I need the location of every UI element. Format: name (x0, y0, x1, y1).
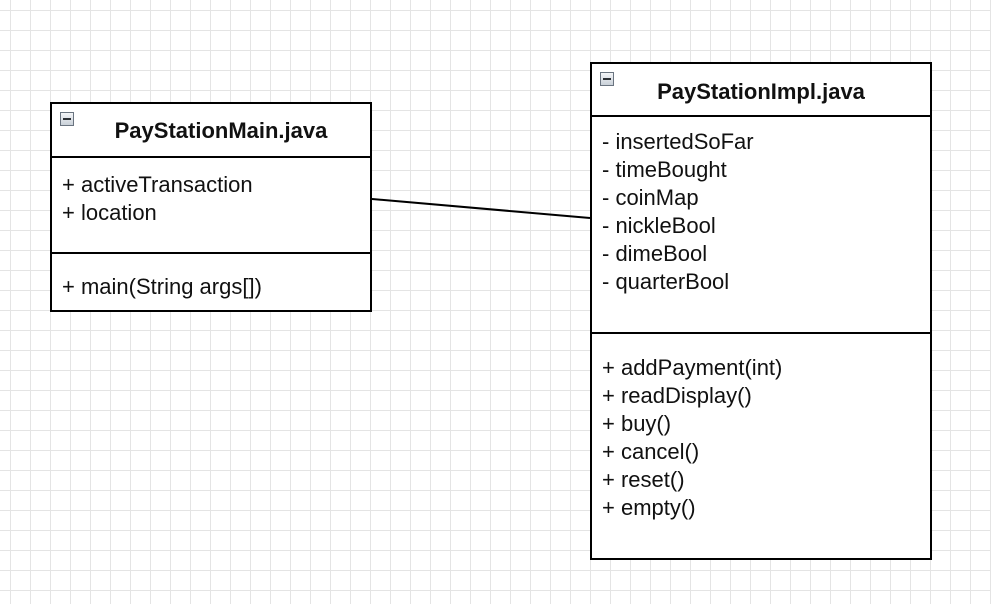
attribute-item: - dimeBool (602, 241, 708, 266)
operation-item: + addPayment(int) (602, 355, 783, 380)
class-title: PayStationImpl.java (657, 79, 865, 104)
attribute-item: + activeTransaction (62, 172, 253, 197)
operation-item: + reset() (602, 467, 685, 492)
class-box-paystation-main[interactable]: PayStationMain.java + activeTransaction … (50, 102, 372, 312)
attributes-section[interactable]: - insertedSoFar - timeBought - coinMap -… (592, 117, 930, 334)
operation-item: + main(String args[]) (62, 274, 262, 299)
attributes-section[interactable]: + activeTransaction + location (52, 158, 370, 254)
class-title: PayStationMain.java (114, 118, 328, 143)
attribute-item: - coinMap (602, 185, 699, 210)
class-box-paystation-impl[interactable]: PayStationImpl.java - insertedSoFar - ti… (590, 62, 932, 560)
class-header[interactable]: PayStationImpl.java (592, 64, 930, 117)
collapse-icon[interactable] (60, 112, 74, 126)
association-line[interactable] (371, 198, 591, 219)
class-header[interactable]: PayStationMain.java (52, 104, 370, 158)
operation-item: + readDisplay() (602, 383, 752, 408)
attribute-item: + location (62, 200, 157, 225)
operations-section[interactable]: + addPayment(int) + readDisplay() + buy(… (592, 334, 930, 522)
operation-item: + buy() (602, 411, 672, 436)
attribute-item: - quarterBool (602, 269, 730, 294)
collapse-icon[interactable] (600, 72, 614, 86)
attribute-item: - nickleBool (602, 213, 716, 238)
attribute-item: - timeBought (602, 157, 727, 182)
operation-item: + empty() (602, 495, 696, 520)
operation-item: + cancel() (602, 439, 700, 464)
attribute-item: - insertedSoFar (602, 129, 754, 154)
operations-section[interactable]: + main(String args[]) (52, 254, 370, 301)
